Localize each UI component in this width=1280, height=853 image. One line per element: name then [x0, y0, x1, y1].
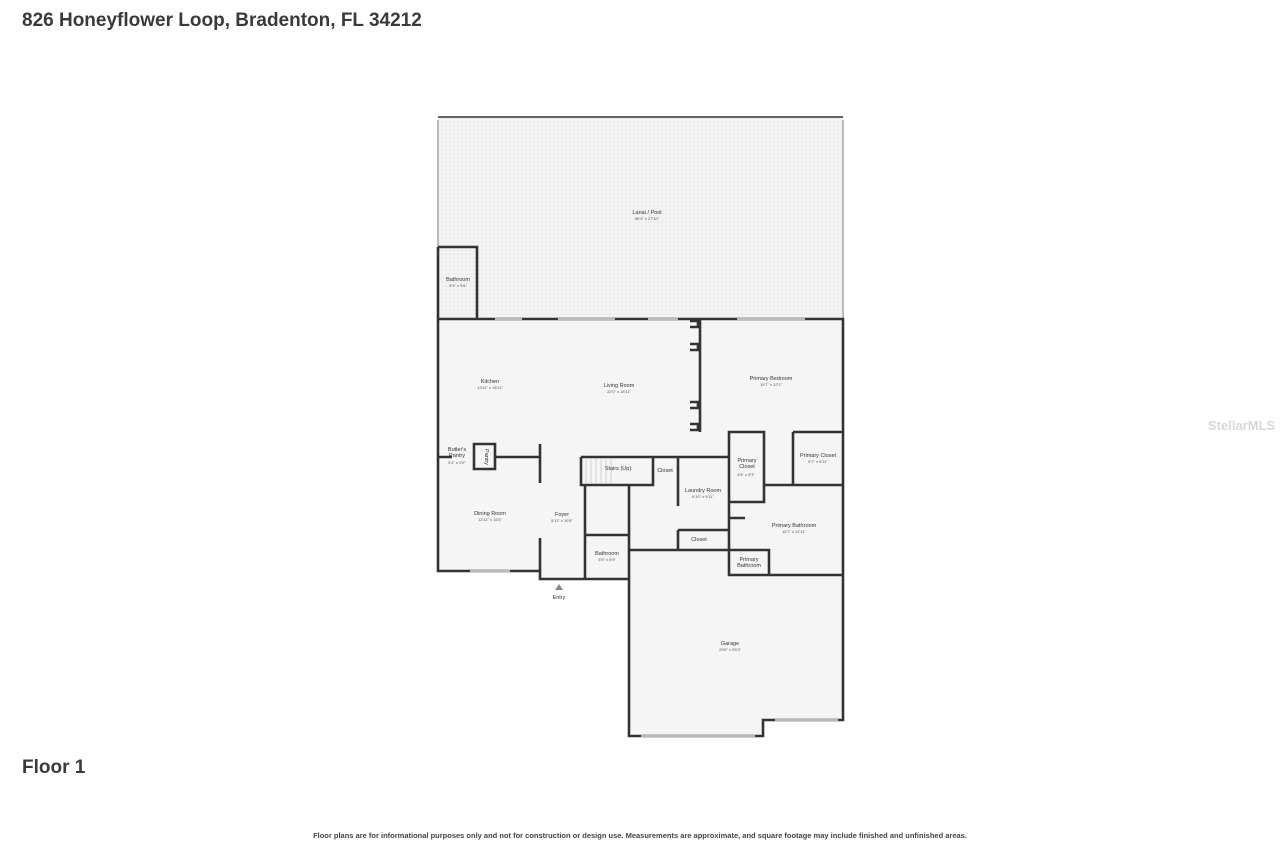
room-dims: 56'3" x 27'10"	[635, 216, 660, 221]
room-dims: 6'10" x 9'11"	[692, 494, 714, 499]
entry-arrow-icon	[555, 584, 563, 590]
room-dims: 5'3" x 9'6"	[449, 283, 467, 288]
page-title: 826 Honeyflower Loop, Bradenton, FL 3421…	[22, 10, 422, 31]
room-name: Stairs (Up)	[605, 466, 631, 472]
walls	[436, 116, 845, 738]
room-name: Primary Bathroom	[772, 523, 817, 529]
room-name: Dining Room	[474, 511, 506, 517]
interior-floor	[438, 319, 843, 736]
room-name: Garage	[721, 641, 739, 647]
room-dims: 5'11" x 10'8"	[551, 518, 573, 523]
room-name: Primary Closet	[800, 453, 837, 459]
room-name: Living Room	[604, 383, 635, 389]
room-name: Foyer	[555, 512, 569, 518]
room-name: Kitchen	[481, 379, 499, 385]
room-dims: 13'11" x 18'11"	[477, 385, 503, 390]
lanai-area	[438, 117, 843, 319]
room-name: Primary Bedroom	[750, 376, 793, 382]
room-name: Lanai / Pool	[632, 210, 661, 216]
room-name: Bathroom	[595, 551, 619, 557]
room-dims: 13'11" x 15'5"	[478, 517, 502, 522]
disclaimer: Floor plans are for informational purpos…	[313, 831, 967, 840]
room-dims: 15'7" x 12'11"	[782, 529, 806, 534]
room-dims: 29'6" x 25'3"	[719, 647, 742, 652]
room-dims: 19'7" x 22'1"	[760, 382, 783, 387]
room-name: Closet	[657, 468, 673, 474]
room-dims: 22'0" x 18'11"	[607, 389, 631, 394]
room-name: Closet	[691, 537, 707, 543]
room-dims: 5'9" x 5'9"	[598, 557, 616, 562]
room-name: Laundry Room	[685, 488, 721, 494]
room-name: Bathroom	[446, 277, 470, 283]
room-dims: 6'7" x 6'11"	[808, 459, 828, 464]
watermark: StellarMLS	[1208, 418, 1276, 433]
room-labels: Lanai / Pool 56'3" x 27'10" Bathroom 5'3…	[446, 210, 836, 652]
entry-label: Entry	[553, 595, 566, 601]
room-name: Pantry	[483, 449, 489, 465]
floor-label: Floor 1	[22, 757, 86, 778]
room-dims: 4'6" x 9'3"	[737, 472, 755, 477]
room-dims: 5'1" x 3'0"	[448, 460, 466, 465]
stairs	[585, 459, 612, 483]
